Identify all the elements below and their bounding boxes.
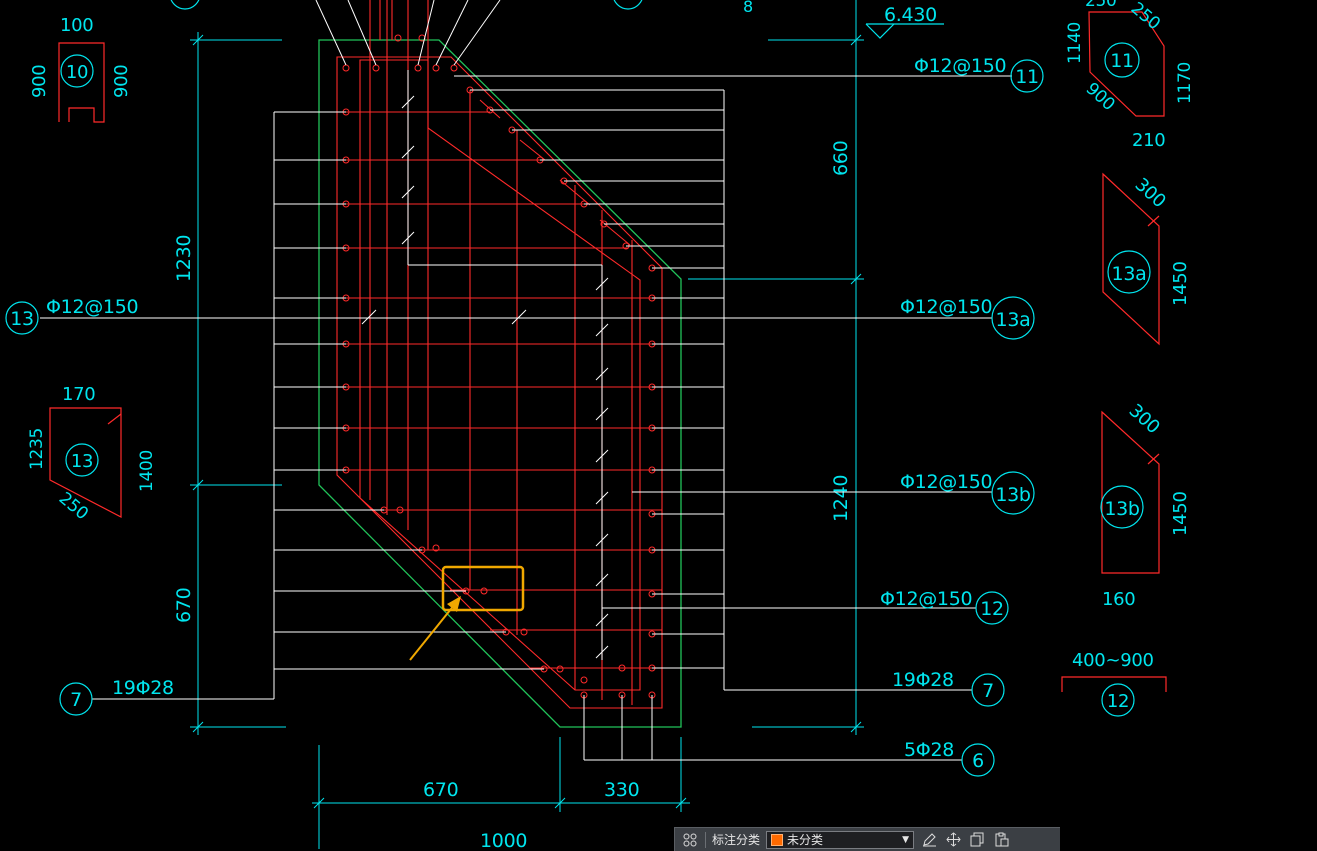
detail-13a-right: 1450	[1170, 261, 1191, 306]
category-color-swatch	[771, 833, 784, 846]
detail-11-left: 1140	[1065, 22, 1085, 64]
dimension-lines	[190, 0, 864, 849]
callout-11-spec: Φ12@150	[914, 55, 1006, 77]
detail-13-bottom: 250	[55, 489, 92, 525]
edit-icon[interactable]	[920, 831, 938, 849]
detail-13b-top: 300	[1125, 400, 1164, 438]
detail-13: 13 170 1235 1400 250	[27, 384, 157, 524]
toolbar-separator	[705, 831, 706, 848]
callout-7-left-id: 7	[70, 689, 82, 711]
detail-11-bottom-left: 900	[1082, 79, 1119, 115]
dim-left-670: 670	[173, 588, 195, 623]
callout-13b: 13b Φ12@150	[900, 471, 1035, 515]
detail-13b: 13b 300 1450 160	[1100, 400, 1191, 610]
detail-13-right: 1400	[137, 450, 157, 492]
selection-highlight-box[interactable]	[441, 565, 525, 612]
detail-10-top: 100	[60, 15, 93, 36]
callout-6-id: 6	[972, 750, 984, 772]
elevation-value: 6.430	[884, 4, 937, 26]
detail-10: 10 100 900 900	[29, 15, 132, 123]
detail-13a: 13a 300 1450	[1102, 172, 1191, 346]
dim-bottom-330: 330	[604, 779, 639, 801]
tick-marks	[361, 95, 609, 659]
dim-right-1240: 1240	[830, 475, 852, 522]
callout-12: 12 Φ12@150	[880, 588, 1009, 625]
callout-13-left-id: 13	[10, 308, 34, 330]
detail-11-top-left: 250	[1085, 0, 1117, 11]
detail-12-range: 400~900	[1072, 650, 1154, 671]
detail-13b-bottom: 160	[1102, 589, 1135, 610]
callout-13-left: 13 Φ12@150	[5, 296, 139, 335]
detail-11-top-right: 250	[1127, 0, 1164, 34]
annotation-category-label: 标注分类	[712, 833, 761, 847]
detail-10-left: 900	[29, 65, 50, 98]
detail-12-id: 12	[1107, 691, 1129, 712]
detail-13-left: 1235	[27, 428, 47, 470]
detail-13b-right: 1450	[1170, 491, 1191, 536]
detail-13a-id: 13a	[1112, 263, 1147, 285]
callout-11-id: 11	[1015, 66, 1039, 88]
leader-lines	[40, 0, 1012, 761]
detail-11-id: 11	[1110, 50, 1134, 72]
detail-13-top: 170	[62, 384, 95, 405]
detail-13a-top: 300	[1131, 174, 1170, 212]
top-partial-bubbles	[170, 0, 643, 10]
callout-6: 6 5Φ28	[904, 739, 995, 777]
detail-11: 11 250 250 1140 900 1170 210	[1065, 0, 1195, 151]
grid-icon[interactable]	[681, 831, 699, 849]
dim-right-660: 660	[830, 141, 852, 176]
chevron-down-icon: ▼	[902, 834, 910, 845]
callout-13b-spec: Φ12@150	[900, 471, 992, 493]
annotation-toolbar: 标注分类 未分类 ▼	[674, 827, 1060, 851]
detail-12: 12 400~900	[1061, 650, 1167, 717]
annotation-category-value: 未分类	[787, 833, 824, 847]
callout-11: 11 Φ12@150	[914, 55, 1044, 93]
copy-icon[interactable]	[968, 831, 986, 849]
callout-12-spec: Φ12@150	[880, 588, 972, 610]
callout-13a-spec: Φ12@150	[900, 296, 992, 318]
dim-bottom-1000: 1000	[480, 830, 527, 849]
detail-13b-id: 13b	[1104, 498, 1140, 520]
move-icon[interactable]	[944, 831, 962, 849]
callout-13-left-spec: Φ12@150	[46, 296, 138, 318]
detail-11-bottom: 210	[1132, 130, 1165, 151]
callout-13b-id: 13b	[995, 484, 1031, 506]
annotation-category-select[interactable]: 未分类 ▼	[766, 830, 915, 849]
paste-icon[interactable]	[992, 831, 1010, 849]
callout-6-spec: 5Φ28	[904, 739, 954, 761]
rebar-cage	[336, 0, 663, 709]
detail-10-right: 900	[111, 65, 132, 98]
detail-10-id: 10	[66, 62, 88, 83]
callout-7-left-spec: 19Φ28	[112, 677, 174, 699]
dim-bottom-670: 670	[423, 779, 458, 801]
callout-7-left: 7 19Φ28	[59, 677, 174, 716]
callout-7-right-spec: 19Φ28	[892, 669, 954, 691]
elevation-mark	[865, 23, 944, 39]
callout-7-right: 7 19Φ28	[892, 669, 1005, 707]
callout-13a: 13a Φ12@150	[900, 296, 1035, 340]
rebar-dots	[342, 34, 656, 699]
detail-13-id: 13	[71, 451, 93, 472]
detail-11-right: 1170	[1175, 62, 1195, 104]
dim-left-1230: 1230	[173, 235, 195, 282]
callout-7-right-id: 7	[982, 680, 994, 702]
top-dim-8: 8	[743, 0, 753, 16]
section-outline	[318, 39, 682, 728]
callout-13a-id: 13a	[996, 309, 1031, 331]
callout-12-id: 12	[980, 598, 1004, 620]
pointer-arrow-icon	[409, 596, 461, 661]
